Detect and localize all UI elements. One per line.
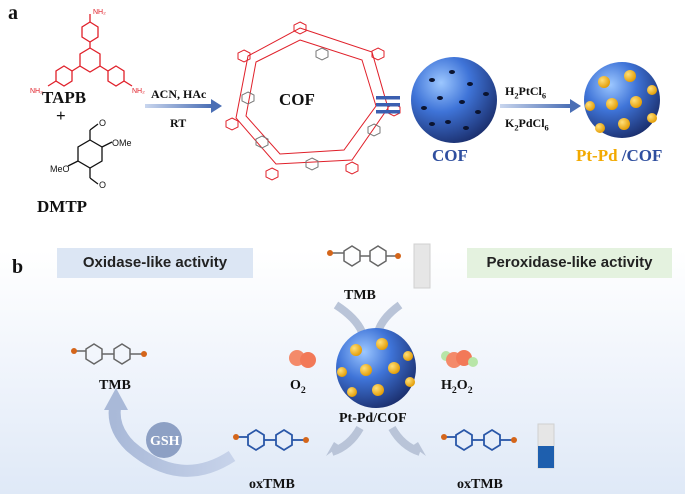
dmtp-label: DMTP	[37, 197, 88, 216]
tmb-left-n-right	[141, 351, 147, 357]
oxtmb-left-molecule	[236, 428, 304, 452]
oxtmb-left-n-left	[233, 434, 239, 440]
reaction-arrow-2	[500, 104, 570, 108]
arrow-out-left	[330, 425, 364, 456]
o2-molecule	[289, 350, 316, 368]
condition-temp: RT	[170, 116, 187, 130]
nh2-right: NH₂	[132, 88, 145, 95]
equivalence-sign	[376, 96, 400, 114]
oxtmb-left-n-right	[303, 437, 309, 443]
gsh-label: GSH	[150, 434, 180, 449]
dmtp-o-top: O	[99, 118, 106, 128]
tmb-top-label: TMB	[344, 288, 376, 303]
tmb-left-n-left	[71, 348, 77, 354]
oxidase-activity-box: Oxidase-like activity	[57, 248, 253, 278]
arrow-out-right	[388, 425, 422, 456]
dmtp-structure	[67, 123, 113, 185]
plus-sign: +	[56, 106, 66, 125]
tmb-left-molecule	[74, 343, 142, 365]
tmb-top-cuvette	[413, 243, 431, 289]
nh2-top: NH₂	[93, 9, 106, 16]
dmtp-meo: MeO	[50, 164, 70, 174]
gsh-curve-arrow	[108, 400, 236, 477]
cof-linker-nodes	[241, 47, 381, 171]
oxtmb-right-label: oxTMB	[457, 477, 503, 492]
cof-sphere	[411, 57, 497, 143]
h2o2-molecule	[441, 350, 478, 368]
pt-pd-cof-sphere	[584, 62, 660, 138]
center-label: Pt-Pd/COF	[339, 411, 407, 426]
tmb-top-n-right	[395, 253, 401, 259]
dmtp-o-bottom: O	[99, 180, 106, 190]
arrow-in-left	[333, 301, 366, 334]
reagent-h2ptcl6: H2PtCl6	[505, 84, 547, 101]
cof-framework	[235, 27, 389, 165]
h2o2-label: H2O2	[441, 378, 473, 396]
oxtmb-right-n-left	[441, 434, 447, 440]
dmtp-ome: OMe	[112, 138, 132, 148]
tmb-top-molecule	[330, 245, 396, 267]
reagent-k2pdcl6: K2PdCl6	[505, 116, 549, 133]
o2-label: O2	[290, 378, 306, 396]
nh2-left: NH₂	[30, 88, 43, 95]
center-sphere	[336, 328, 416, 408]
arrow-in-right	[374, 301, 403, 334]
tapb-label: TAPB	[42, 88, 87, 107]
panel-b-label: b	[12, 256, 24, 278]
condition-solvent: ACN, HAc	[151, 87, 207, 101]
cof-sphere-label: COF	[432, 146, 468, 165]
cof-red-nodes	[225, 21, 401, 181]
reaction-arrow-1	[145, 104, 211, 108]
tmb-top-n-left	[327, 250, 333, 256]
tapb-structure	[47, 14, 133, 87]
peroxidase-activity-box: Peroxidase-like activity	[467, 248, 672, 278]
ptpd-cof-label: Pt-Pd /COF	[576, 146, 663, 165]
oxtmb-right-n-right	[511, 437, 517, 443]
tmb-left-label: TMB	[99, 378, 131, 393]
gsh-badge	[146, 422, 182, 458]
cof-product-label: COF	[279, 90, 315, 109]
oxtmb-left-label: oxTMB	[249, 477, 295, 492]
panel-a-label: a	[8, 2, 18, 24]
oxtmb-right-molecule	[444, 428, 512, 452]
oxtmb-cuvette-fill	[538, 446, 554, 468]
